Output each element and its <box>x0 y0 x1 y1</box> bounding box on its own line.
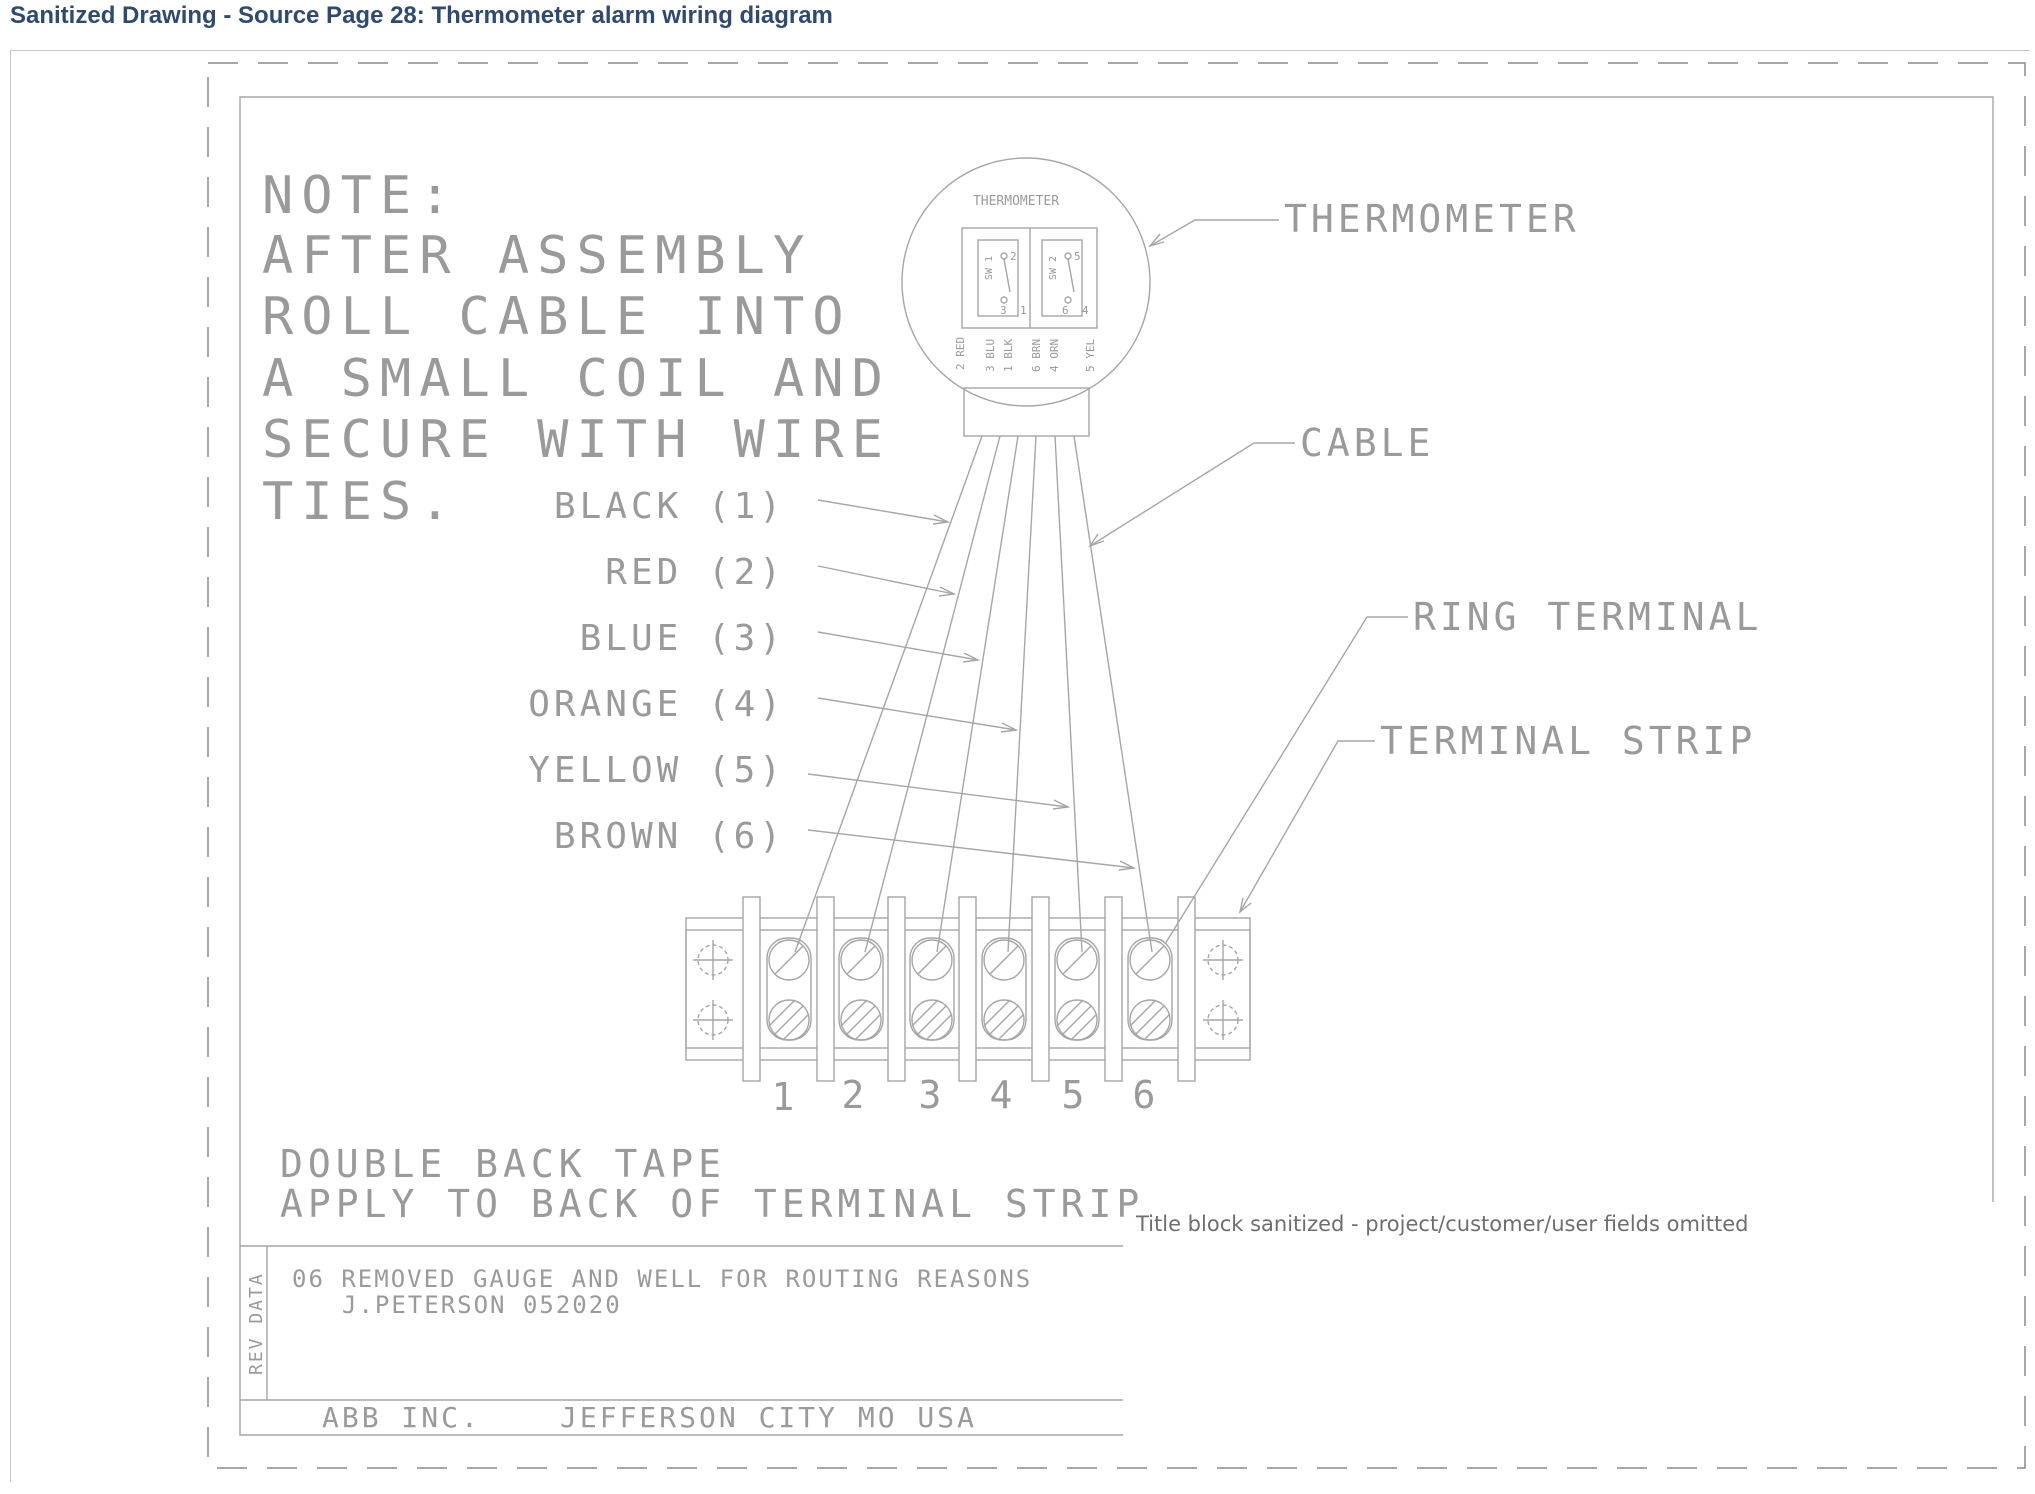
terminal-number: 6 <box>1062 304 1069 317</box>
wire-label-brown: BROWN (6) <box>554 816 785 857</box>
wire-labels: BLACK (1) RED (2) BLUE (3) ORANGE (4) YE… <box>528 486 785 857</box>
wire-label-blue: BLUE (3) <box>580 618 785 659</box>
terminal-number: 4 <box>1082 304 1089 317</box>
company-location: JEFFERSON CITY MO USA <box>560 1401 977 1434</box>
switch-1 <box>977 239 1019 317</box>
note-line: ROLL CABLE INTO <box>262 287 852 347</box>
thermometer-face-label: THERMOMETER <box>973 194 1059 209</box>
callout-ring-terminal: RING TERMINAL <box>1413 595 1762 639</box>
sanitized-notice: Title block sanitized - project/customer… <box>1136 1212 1749 1236</box>
switch-2 <box>1041 239 1083 317</box>
rev-data-label: REV DATA <box>246 1272 267 1375</box>
terminal-number-6: 6 <box>1133 1073 1156 1117</box>
callout-leaders <box>1088 219 1408 945</box>
note-line: SECURE WITH WIRE <box>262 410 891 470</box>
terminal-number: 3 <box>1000 304 1007 317</box>
terminal-number-4: 4 <box>990 1073 1013 1117</box>
terminal-number-3: 3 <box>919 1073 942 1117</box>
page-title: Sanitized Drawing - Source Page 28: Ther… <box>10 2 833 29</box>
wire-tag: 5 YEL <box>1084 339 1097 372</box>
callout-thermometer: THERMOMETER <box>1284 197 1580 241</box>
screw-terminal-1 <box>766 937 812 1041</box>
thermometer: THERMOMETER SW 1 SW 2 2 3 1 6 4 5 2 RED … <box>901 157 1151 437</box>
callout-terminal-strip: TERMINAL STRIP <box>1380 719 1756 763</box>
note-line: AFTER ASSEMBLY <box>262 226 812 286</box>
revision-line-1: 06 REMOVED GAUGE AND WELL FOR ROUTING RE… <box>292 1265 1032 1293</box>
terminal-strip: 1 2 3 4 5 6 <box>685 896 1251 1119</box>
wire-tag: 3 BLU <box>984 339 997 372</box>
switch-1-label: SW 1 <box>984 256 995 280</box>
terminal-number: 1 <box>1020 304 1027 317</box>
wire-tag: 6 BRN <box>1030 339 1043 372</box>
screw-terminal-5 <box>1054 937 1100 1041</box>
switch-2-label: SW 2 <box>1048 256 1059 280</box>
terminal-number: 2 <box>1010 250 1017 263</box>
cable-wires <box>794 435 1153 953</box>
wire-label-black: BLACK (1) <box>554 486 785 527</box>
wire-tag: 1 BLK <box>1002 339 1015 372</box>
wire-label-yellow: YELLOW (5) <box>528 750 785 791</box>
revision-line-2: J.PETERSON 052020 <box>342 1291 622 1319</box>
dashed-border <box>207 62 2026 1469</box>
thermometer-stem <box>963 387 1090 437</box>
note-line: NOTE: <box>262 166 459 226</box>
drawing-frame <box>10 50 2030 1482</box>
wire-tag: 4 ORN <box>1048 339 1061 372</box>
revision-block: REV DATA 06 REMOVED GAUGE AND WELL FOR R… <box>240 1245 1123 1434</box>
screw-terminal-3 <box>909 937 955 1041</box>
terminal-number: 5 <box>1074 250 1081 263</box>
thermometer-dial <box>901 157 1151 407</box>
inner-border <box>239 96 1994 1436</box>
terminal-number-5: 5 <box>1062 1073 1085 1117</box>
assembly-note: NOTE: AFTER ASSEMBLY ROLL CABLE INTO A S… <box>262 166 891 532</box>
note-line: TIES. <box>262 472 459 532</box>
tape-note-line-1: DOUBLE BACK TAPE <box>280 1142 726 1186</box>
tape-note-line-2: APPLY TO BACK OF TERMINAL STRIP <box>280 1182 1144 1226</box>
screw-terminal-2 <box>838 937 884 1041</box>
wire-label-leaders <box>807 499 1137 871</box>
tape-note: DOUBLE BACK TAPE APPLY TO BACK OF TERMIN… <box>280 1142 1144 1226</box>
screw-terminal-6 <box>1127 937 1173 1041</box>
wire-label-red: RED (2) <box>605 552 785 593</box>
terminal-number-1: 1 <box>772 1075 795 1119</box>
company-name: ABB INC. <box>322 1401 481 1434</box>
callout-labels: THERMOMETER CABLE RING TERMINAL TERMINAL… <box>1284 197 1762 763</box>
wire-label-orange: ORANGE (4) <box>528 684 785 725</box>
callout-cable: CABLE <box>1300 421 1434 465</box>
screw-terminal-4 <box>981 937 1027 1041</box>
terminal-number-2: 2 <box>842 1073 865 1117</box>
wire-tag: 2 RED <box>954 337 967 370</box>
note-line: A SMALL COIL AND <box>262 349 891 409</box>
